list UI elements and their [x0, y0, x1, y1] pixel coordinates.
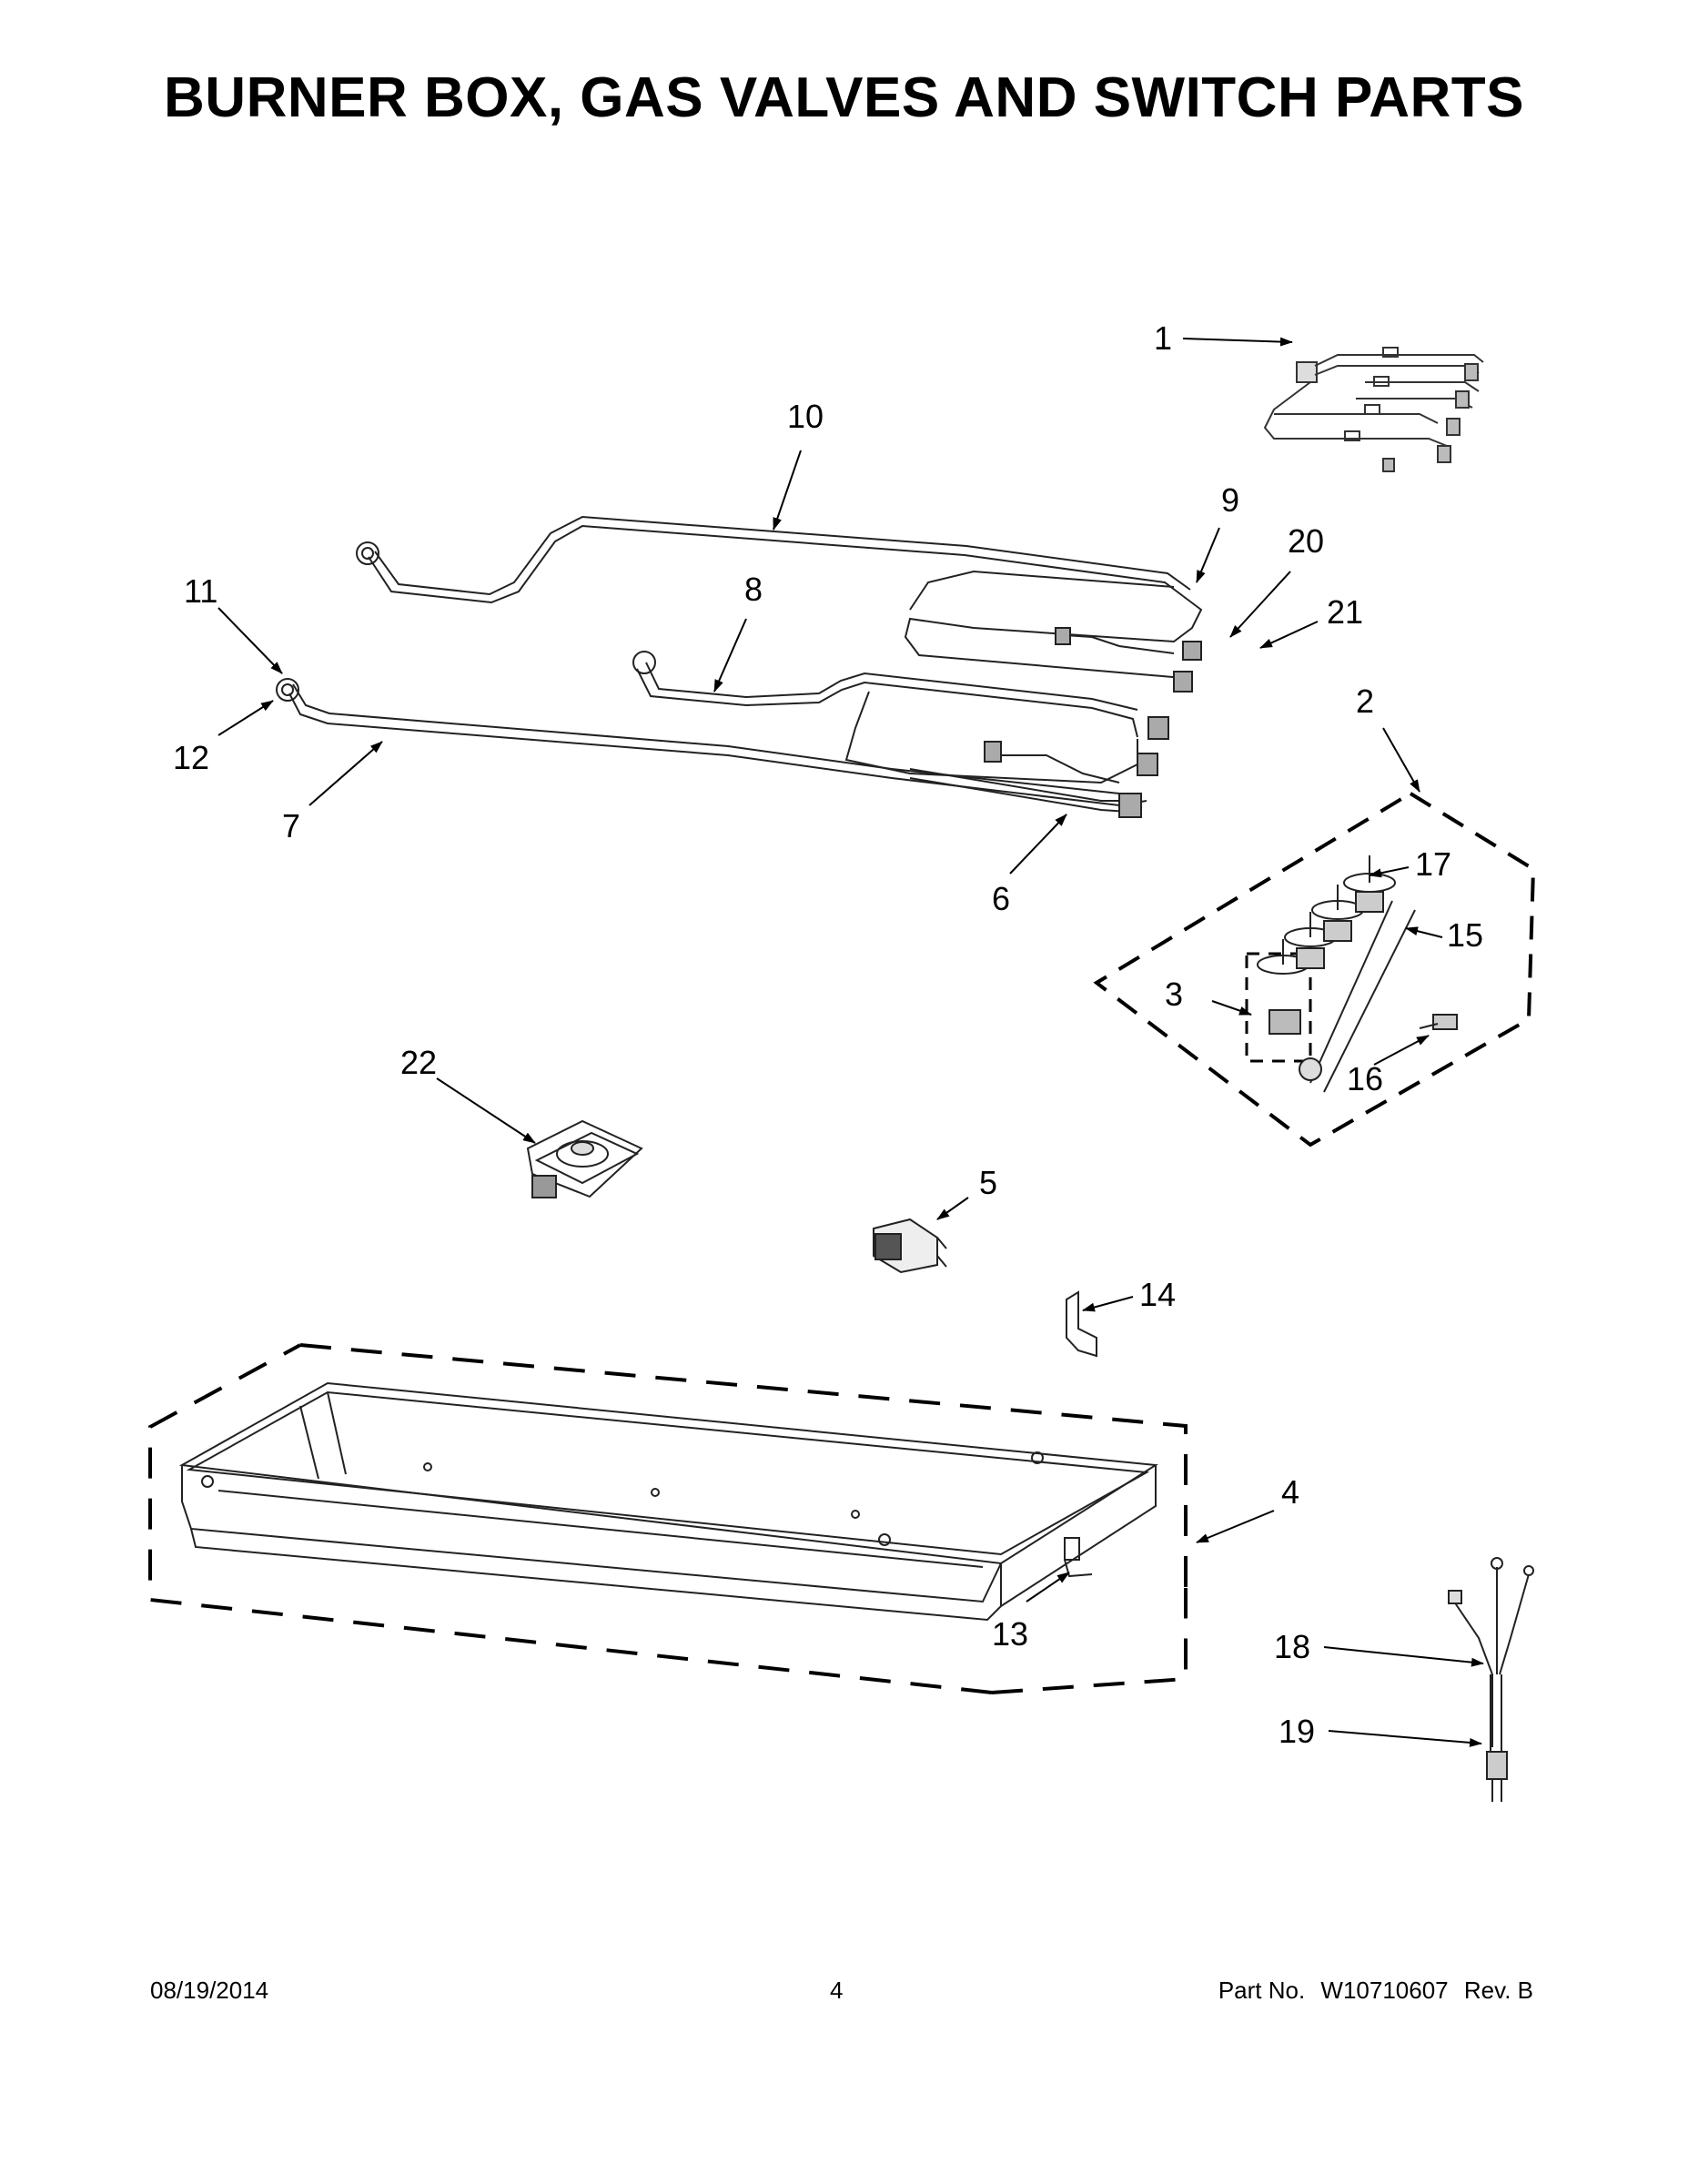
- callout-14: 14: [1139, 1276, 1176, 1313]
- burner-box-drawing: [148, 1343, 1188, 1694]
- callout-4: 4: [1281, 1473, 1299, 1511]
- callout-22: 22: [400, 1044, 437, 1081]
- callout-6: 6: [992, 880, 1010, 917]
- callout-21: 21: [1327, 593, 1363, 631]
- part-label: Part No.: [1218, 1977, 1306, 2004]
- callout-1: 1: [1154, 319, 1172, 357]
- callout-2: 2: [1356, 682, 1374, 720]
- callout-3: 3: [1165, 976, 1183, 1013]
- gas-tubes-drawing: [276, 515, 1203, 818]
- callout-9: 9: [1221, 481, 1239, 519]
- callout-labels: 1 2 3 4 5 6 7 8 9 10 11 12 13 14 15 16 1…: [173, 319, 1483, 1750]
- part-14-drawing: [1066, 1290, 1097, 1358]
- footer-date: 08/19/2014: [150, 1977, 269, 2004]
- callout-16: 16: [1347, 1060, 1383, 1097]
- callout-13: 13: [992, 1615, 1028, 1653]
- part-22-drawing: [526, 1119, 643, 1198]
- callout-18: 18: [1274, 1628, 1310, 1665]
- leader-arrows: [217, 337, 1484, 1747]
- footer-part-number: Part No. W10710607 Rev. B: [1218, 1977, 1533, 2005]
- callout-11: 11: [184, 572, 217, 610]
- callout-12: 12: [173, 739, 209, 776]
- valve-manifold-drawing: [1093, 791, 1536, 1148]
- footer-page-number: 4: [830, 1977, 844, 2004]
- callout-15: 15: [1447, 916, 1483, 954]
- power-cord-drawing: [1448, 1557, 1534, 1802]
- callout-10: 10: [787, 398, 824, 435]
- callout-7: 7: [282, 807, 300, 844]
- callout-19: 19: [1279, 1713, 1315, 1750]
- part-5-drawing: [873, 1218, 947, 1274]
- part-number-value: W10710607: [1320, 1977, 1449, 2004]
- callout-8: 8: [744, 571, 763, 608]
- part-1-harness-drawing: [1263, 347, 1484, 472]
- revision: Rev. B: [1463, 1977, 1533, 2004]
- page-title: BURNER BOX, GAS VALVES AND SWITCH PARTS: [164, 66, 1524, 129]
- callout-20: 20: [1288, 522, 1324, 560]
- callout-17: 17: [1415, 845, 1451, 883]
- callout-5: 5: [979, 1164, 997, 1201]
